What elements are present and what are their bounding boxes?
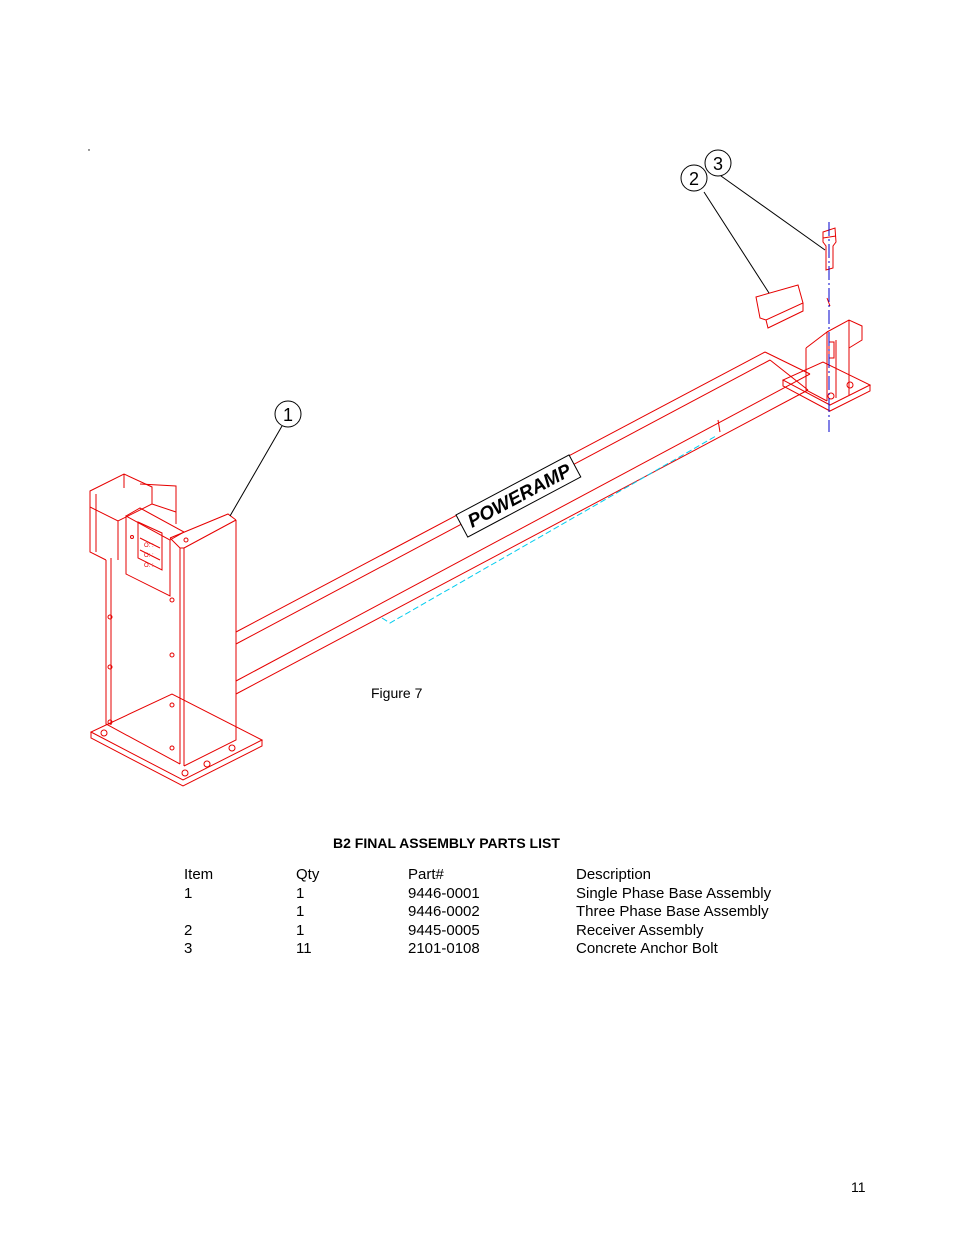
parts-list-title: B2 FINAL ASSEMBLY PARTS LIST [333,835,560,851]
beam [235,351,811,695]
cell-qty: 1 [296,884,305,902]
table-header-row: Item Qty Part# Description [184,866,806,885]
callout-2: 2 [680,164,708,192]
figure-caption: Figure 7 [371,685,423,701]
cell-part: 9446-0001 [408,884,480,902]
cell-description: Single Phase Base Assembly [576,884,772,902]
table-row: 1 1 9446-0001 Single Phase Base Assembly [184,885,806,904]
cell-qty: 1 [296,921,305,939]
cell-qty: 1 [296,903,305,921]
table-row: 3 11 2101-0108 Concrete Anchor Bolt [184,940,806,959]
header-part: Part# [408,866,444,883]
svg-text:O: :: O: : [144,553,154,559]
cell-item: 2 [184,921,193,939]
stray-mark [88,149,90,151]
base-post-assembly [89,473,264,787]
header-item: Item [184,866,214,883]
cell-part: 2101-0108 [408,940,480,958]
callout-2-label: 2 [689,169,699,189]
receiver-assembly [755,284,872,412]
cell-description: Concrete Anchor Bolt [576,940,718,958]
hidden-edge [381,435,717,624]
cell-item [184,903,296,922]
page-number: 11 [851,1179,866,1195]
callout-leaders [229,175,826,517]
cell-qty: 11 [296,940,312,958]
svg-text:O: :: O: : [144,563,154,569]
header-qty: Qty [296,866,320,883]
assembly-drawing: O: : O: : O: : POWERAMP 1 2 3 [88,149,872,787]
cell-part: 9445-0005 [408,921,480,939]
callout-1-label: 1 [283,405,293,425]
cell-description: Receiver Assembly [576,921,704,939]
cell-part: 9446-0002 [408,903,480,921]
callout-1: 1 [274,400,302,428]
table-row: 1 9446-0002 Three Phase Base Assembly [184,903,806,922]
anchor-bolt [822,227,837,271]
control-labels: O: : O: : O: : [144,543,154,569]
callout-3: 3 [704,149,732,177]
cell-item: 1 [184,884,193,902]
header-description: Description [576,866,652,883]
cell-item: 3 [184,940,193,958]
svg-text:O: :: O: : [144,543,154,549]
parts-list-table: Item Qty Part# Description 1 1 9446-0001… [184,866,806,959]
callout-3-label: 3 [713,154,723,174]
cell-description: Three Phase Base Assembly [576,903,769,921]
poweramp-text: POWERAMP [464,460,575,532]
table-row: 2 1 9445-0005 Receiver Assembly [184,922,806,941]
